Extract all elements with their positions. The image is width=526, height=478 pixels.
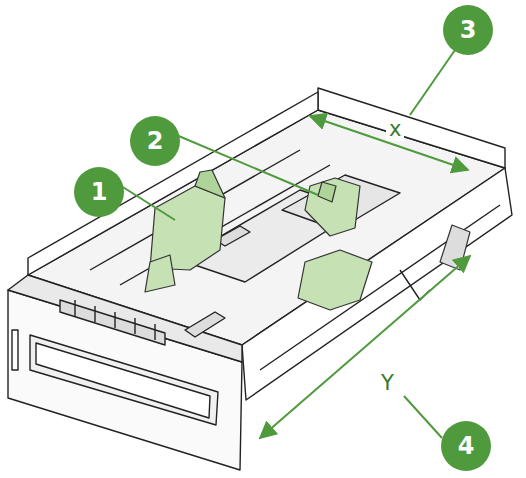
- callout-circle: 1: [74, 167, 124, 217]
- dimension-label: x: [386, 118, 404, 141]
- dimension-label: Y: [378, 372, 397, 395]
- callout-circle: 2: [130, 116, 180, 166]
- callout-number: 4: [458, 434, 475, 458]
- callout-number: 3: [460, 18, 477, 42]
- callout-number: 1: [91, 180, 108, 204]
- callout-number: 2: [147, 129, 164, 153]
- callout-circle: 3: [443, 5, 493, 55]
- callout-circle: 4: [441, 421, 491, 471]
